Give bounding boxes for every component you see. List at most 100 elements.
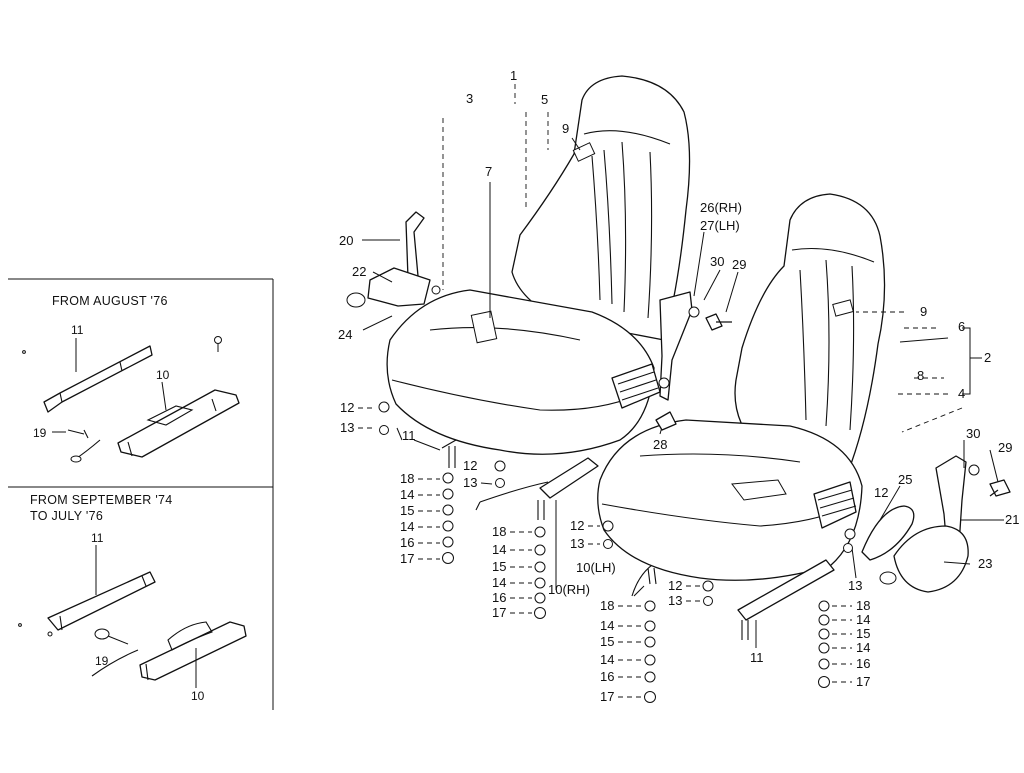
callout: 16 bbox=[400, 535, 414, 550]
callout: 14 bbox=[856, 612, 870, 627]
callout: 14 bbox=[600, 618, 614, 633]
dot-marker bbox=[47, 631, 53, 637]
callout: 14 bbox=[400, 487, 414, 502]
callout: 17 bbox=[600, 689, 614, 704]
callout: 26(RH) bbox=[700, 200, 742, 215]
callout: 17 bbox=[492, 605, 506, 620]
callout: 23 bbox=[978, 556, 992, 571]
callout: 15 bbox=[492, 559, 506, 574]
seat-cushion bbox=[386, 289, 655, 455]
bolt-icon bbox=[705, 313, 732, 331]
callout: 15 bbox=[400, 503, 414, 518]
callout: 12 bbox=[668, 578, 682, 593]
inset-title: FROM AUGUST '76 bbox=[52, 294, 168, 308]
callout: 16 bbox=[600, 669, 614, 684]
hinge-bracket bbox=[659, 291, 693, 401]
seat-rail bbox=[47, 571, 156, 631]
callout: 13 bbox=[340, 420, 354, 435]
callout: 18 bbox=[600, 598, 614, 613]
seat-left bbox=[346, 75, 693, 455]
callout: 14 bbox=[600, 652, 614, 667]
washer-icon bbox=[688, 306, 700, 318]
dot-marker bbox=[22, 350, 26, 354]
nut-icon bbox=[378, 401, 390, 413]
callout: 29 bbox=[998, 440, 1012, 455]
part-label: 11 bbox=[71, 323, 84, 337]
callout: 15 bbox=[600, 634, 614, 649]
bolt-icon bbox=[655, 411, 677, 431]
callout: 13 bbox=[463, 475, 477, 490]
callout: 28 bbox=[653, 437, 667, 452]
callout-labels: 1 3 5 9 7 20 22 24 26(RH) 27(LH) 30 29 9… bbox=[338, 68, 1019, 704]
callout: 18 bbox=[856, 598, 870, 613]
bolt-icon bbox=[989, 479, 1011, 497]
callout: 1 bbox=[510, 68, 517, 83]
part-label: 10 bbox=[156, 368, 170, 382]
washer-icon bbox=[379, 425, 389, 435]
callout: 20 bbox=[339, 233, 353, 248]
callout: 10(LH) bbox=[576, 560, 616, 575]
washer-icon bbox=[495, 478, 505, 488]
hardware bbox=[378, 306, 1011, 703]
callout: 15 bbox=[856, 626, 870, 641]
part-label: 19 bbox=[33, 426, 47, 440]
callout: 12 bbox=[570, 518, 584, 533]
callout: 13 bbox=[848, 578, 862, 593]
callout: 11 bbox=[750, 650, 764, 665]
knob-icon bbox=[94, 628, 110, 640]
recline-knob bbox=[893, 525, 969, 593]
callout: 13 bbox=[570, 536, 584, 551]
tag-icon bbox=[470, 310, 498, 344]
seat-adjuster bbox=[117, 389, 240, 458]
callout: 14 bbox=[856, 640, 870, 655]
side-cover bbox=[813, 481, 857, 529]
callout: 12 bbox=[874, 485, 888, 500]
callout: 30 bbox=[710, 254, 724, 269]
label-ticks bbox=[358, 407, 852, 698]
bolt-icon bbox=[214, 336, 222, 344]
callout: 5 bbox=[541, 92, 548, 107]
seat-right bbox=[597, 193, 969, 593]
recline-lever bbox=[405, 211, 425, 279]
seat-rail bbox=[737, 559, 835, 621]
callout: 9 bbox=[920, 304, 927, 319]
knob-icon bbox=[879, 571, 897, 585]
callout: 6 bbox=[958, 319, 965, 334]
callout: 12 bbox=[340, 400, 354, 415]
callout: 12 bbox=[463, 458, 477, 473]
part-label: 11 bbox=[91, 531, 104, 545]
washer-icon bbox=[968, 464, 980, 476]
callout: 10(RH) bbox=[548, 582, 590, 597]
adjust-lever bbox=[475, 481, 549, 511]
callout: 14 bbox=[400, 519, 414, 534]
tag-icon bbox=[832, 299, 854, 317]
callout: 2 bbox=[984, 350, 991, 365]
inset-from-august-76: FROM AUGUST '76 11 10 19 bbox=[8, 278, 274, 710]
callout: 13 bbox=[668, 593, 682, 608]
callout: 7 bbox=[485, 164, 492, 179]
callout: 22 bbox=[352, 264, 366, 279]
callout: 17 bbox=[856, 674, 870, 689]
callout: 9 bbox=[562, 121, 569, 136]
callout: 30 bbox=[966, 426, 980, 441]
adjust-lever bbox=[91, 649, 139, 677]
callout: 27(LH) bbox=[700, 218, 740, 233]
callout: 8 bbox=[917, 368, 924, 383]
tag-icon bbox=[731, 479, 787, 501]
callout: 16 bbox=[856, 656, 870, 671]
slide-rails-right bbox=[737, 559, 835, 640]
seat-rail bbox=[43, 345, 153, 413]
inset-title: TO JULY '76 bbox=[30, 509, 103, 523]
callout: 18 bbox=[400, 471, 414, 486]
nut-icon bbox=[494, 460, 506, 472]
callout: 4 bbox=[958, 386, 965, 401]
seat-rail bbox=[539, 457, 599, 499]
callout: 25 bbox=[898, 472, 912, 487]
callout: 29 bbox=[732, 257, 746, 272]
callout: 3 bbox=[466, 91, 473, 106]
callout: 14 bbox=[492, 575, 506, 590]
callout: 18 bbox=[492, 524, 506, 539]
callout: 11 bbox=[402, 428, 416, 443]
